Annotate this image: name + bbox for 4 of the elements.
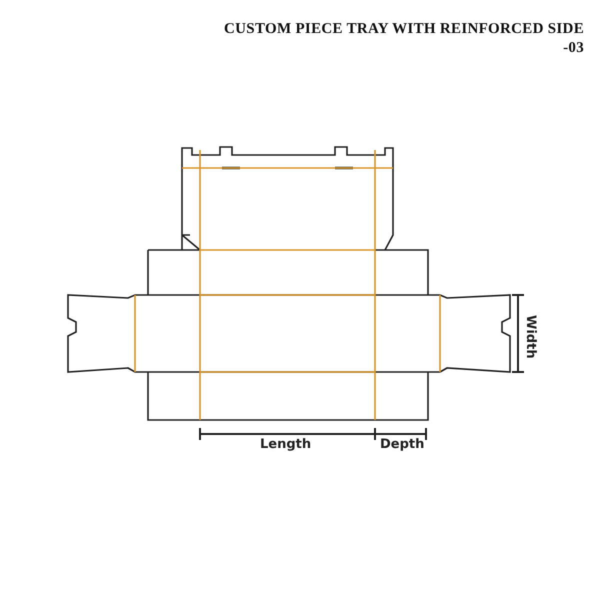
diagram-title: CUSTOM PIECE TRAY WITH REINFORCED SIDE -03 xyxy=(223,20,584,58)
dimension-label: Width xyxy=(523,315,538,359)
dimension-label: Depth xyxy=(380,437,424,452)
dimension-label: Length xyxy=(260,437,312,452)
